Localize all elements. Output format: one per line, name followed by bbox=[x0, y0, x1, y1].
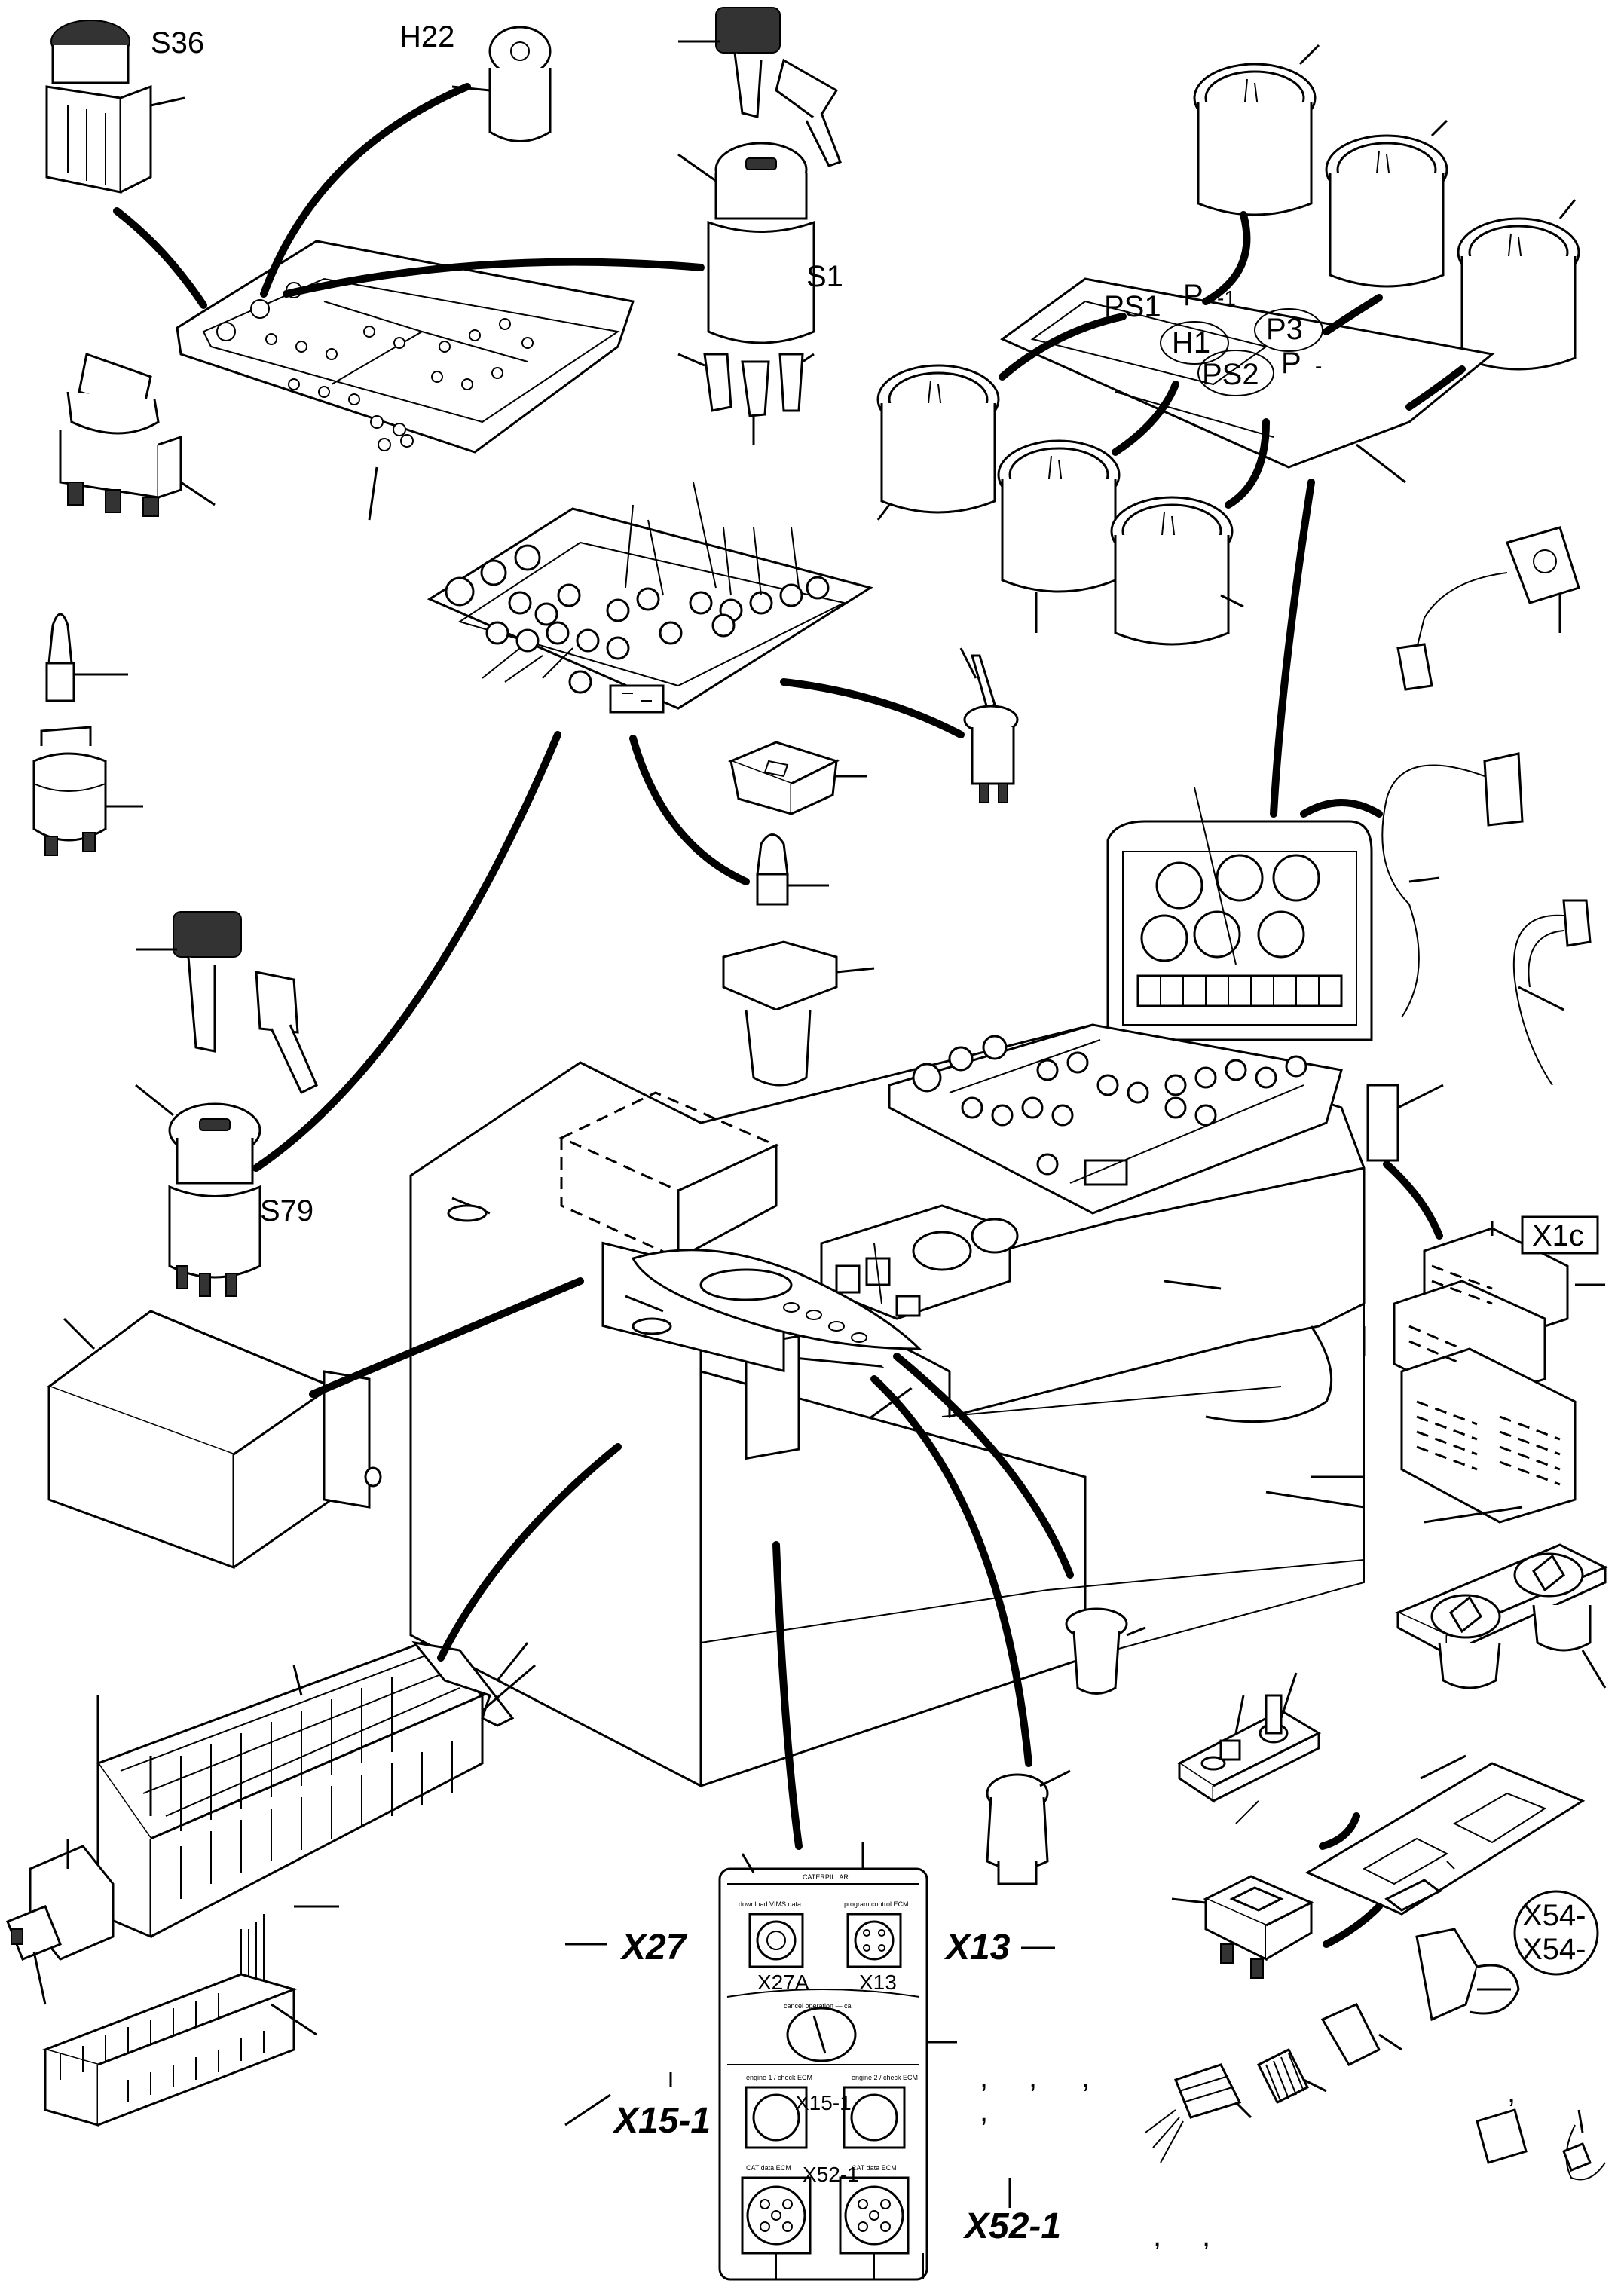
h22-indicator-lamp bbox=[451, 26, 552, 142]
sensor-with-cable bbox=[1396, 526, 1580, 691]
comma-5: , bbox=[1153, 2219, 1161, 2252]
plate-right-mid: engine 2 / check ECM bbox=[852, 2074, 918, 2081]
gauge-3 bbox=[1457, 199, 1580, 371]
label-x52-1: X52-1 bbox=[962, 2206, 1061, 2246]
bulb bbox=[45, 613, 128, 702]
s79-keys bbox=[136, 911, 318, 1095]
toggle-switch bbox=[959, 647, 1019, 803]
assembly-arrows bbox=[113, 83, 1466, 1948]
display-pod bbox=[1106, 787, 1444, 1162]
label-x54b: X54- bbox=[1522, 1933, 1586, 1966]
label-h1: H1 bbox=[1172, 326, 1210, 359]
comma-2: , bbox=[1029, 2061, 1037, 2094]
h1-ring bbox=[1160, 321, 1229, 365]
x15-1-leader bbox=[564, 2072, 672, 2127]
plate-header: CATERPILLAR bbox=[803, 1873, 849, 1881]
label-s1: S1 bbox=[806, 260, 843, 293]
harness-connector-lower bbox=[1512, 899, 1592, 1086]
s79-key-switch bbox=[135, 1084, 261, 1297]
plate-left-top: download VIMS data bbox=[739, 1900, 801, 1908]
plate-right-bottom: CAT data ECM bbox=[852, 2164, 897, 2172]
lighter-socket bbox=[1065, 1607, 1146, 1695]
plate-left-mid: engine 1 / check ECM bbox=[746, 2074, 812, 2081]
gauge-4 bbox=[876, 364, 1000, 521]
gauge-6 bbox=[1110, 496, 1244, 646]
gauge-1 bbox=[1193, 44, 1320, 216]
s36-push-button bbox=[45, 20, 185, 194]
cigar-lighter bbox=[986, 1769, 1071, 1885]
s1-key-switch bbox=[677, 142, 815, 445]
ps2-ring bbox=[1197, 350, 1274, 396]
label-p1: P bbox=[1183, 279, 1203, 312]
plate-label-x13: X13 bbox=[859, 1971, 897, 1994]
comma-1: , bbox=[980, 2061, 988, 2094]
plate-label-x15-1: X15-1 bbox=[795, 2091, 852, 2114]
small-bulb bbox=[756, 833, 829, 906]
plate-label-x52-1: X52-1 bbox=[803, 2163, 859, 2186]
gauge-5 bbox=[997, 439, 1121, 633]
cable-duct bbox=[41, 1973, 317, 2127]
plate-holes bbox=[216, 282, 534, 451]
p3-ring bbox=[1254, 308, 1323, 352]
label-h22: H22 bbox=[399, 20, 454, 54]
label-p2: P bbox=[1281, 347, 1301, 380]
label-p3: P3 bbox=[1266, 313, 1303, 346]
plate-left-bottom: CAT data ECM bbox=[746, 2164, 791, 2172]
comma-7: , bbox=[1507, 2076, 1515, 2109]
ignition-keys bbox=[678, 7, 842, 167]
console-top-slot bbox=[447, 1204, 922, 1350]
control-unit-box bbox=[46, 1310, 382, 1570]
x1c-tag bbox=[1521, 1215, 1599, 1255]
harness-connector-upper bbox=[1381, 752, 1524, 1018]
twin-rotary-switch-plate bbox=[1395, 1506, 1608, 1689]
x1c-connector-blocks bbox=[1393, 1221, 1605, 1524]
label-x27: X27 bbox=[619, 1928, 688, 1968]
middle-switch-panel bbox=[427, 482, 873, 714]
comma-3: , bbox=[1081, 2061, 1090, 2094]
gauge-mount-plate bbox=[1000, 277, 1495, 484]
button-socket bbox=[722, 940, 875, 1087]
label-s36: S36 bbox=[151, 26, 204, 60]
square-pushbutton bbox=[727, 741, 867, 815]
rotary-selector-switch bbox=[59, 353, 216, 517]
x54-tag bbox=[1513, 1890, 1599, 1976]
comma-4: , bbox=[980, 2095, 988, 2128]
upper-left-mount-plate bbox=[176, 240, 635, 521]
comma-6: , bbox=[1202, 2219, 1210, 2252]
label-x13: X13 bbox=[944, 1928, 1011, 1968]
label-ps2: PS2 bbox=[1202, 358, 1259, 391]
label-x54a: X54- bbox=[1522, 1899, 1586, 1932]
plate-mid: cancel operation — ca bbox=[784, 2002, 852, 2010]
rocker-switch-socket bbox=[1171, 1875, 1314, 1979]
cable-tie-and-sleeve bbox=[1476, 2108, 1606, 2181]
round-connector-assembly bbox=[1145, 1928, 1520, 2163]
console-switch-deck bbox=[888, 1023, 1343, 1215]
label-x15-1: X15-1 bbox=[612, 2101, 711, 2141]
plate-right-top: program control ECM bbox=[844, 1900, 909, 1908]
bulb-socket bbox=[32, 726, 143, 856]
label-x1c: X1c bbox=[1532, 1219, 1584, 1252]
label-s79: S79 bbox=[260, 1194, 313, 1228]
console-leader-lines bbox=[496, 1326, 1366, 1681]
cover-plate bbox=[1304, 1754, 1586, 1916]
small-switch-plate bbox=[1177, 1672, 1322, 1824]
terminal-rail-assembly bbox=[6, 1640, 536, 2027]
service-connector-plate: CATERPILLAR download VIMS data program c… bbox=[718, 1842, 957, 2281]
label-p2-suffix: - bbox=[1315, 354, 1322, 378]
console-selector-plate bbox=[820, 1204, 1019, 1320]
gauge-2 bbox=[1325, 119, 1448, 288]
